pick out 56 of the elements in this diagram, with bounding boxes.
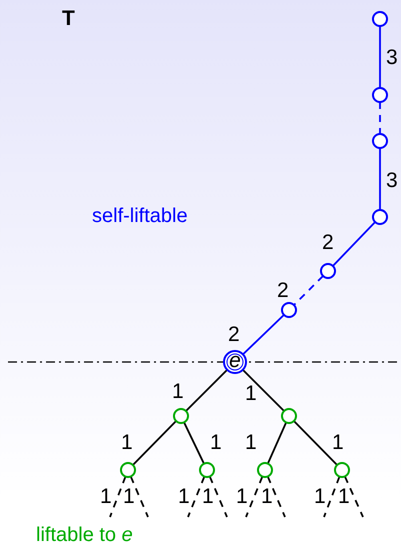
tree-edge [183, 422, 205, 464]
tree-edge [185, 369, 228, 412]
dashed-edge [293, 275, 324, 306]
edge-label: 1 [202, 486, 214, 507]
tree-edge [242, 314, 285, 356]
edge-label: 1 [245, 383, 257, 404]
dashed-edge [245, 476, 264, 518]
edge-label: 1 [121, 432, 133, 453]
dashed-edge [266, 476, 286, 518]
vertex-circle [334, 462, 350, 478]
edge-label: 1 [245, 432, 257, 453]
tree-edge [267, 422, 287, 464]
edge-label: 1 [172, 381, 184, 402]
edge-label: 2 [277, 280, 289, 301]
edge-label: 1 [338, 486, 350, 507]
tree-edge [332, 221, 376, 267]
edge-label: 1 [100, 486, 112, 507]
dashed-edge [208, 476, 228, 518]
edge-label: 3 [386, 47, 398, 68]
edge-label: 3 [386, 170, 398, 191]
edge-label: 1 [314, 486, 326, 507]
edge-label: 1 [210, 432, 222, 453]
edge-label: 2 [228, 324, 240, 345]
vertex-circle [281, 408, 297, 424]
tree-edge [379, 26, 381, 88]
tree-edge [242, 369, 285, 412]
dashed-edge [323, 476, 340, 518]
vertex-circle [281, 302, 297, 318]
vertex-circle [173, 408, 189, 424]
edge-label: 1 [261, 486, 273, 507]
edge-label: 2 [322, 232, 334, 253]
vertex-circle [372, 133, 388, 149]
edge-label: 1 [178, 486, 190, 507]
tree-edge [293, 420, 338, 466]
edge-label: 1 [123, 486, 135, 507]
dashed-edge [379, 102, 381, 134]
tree-edge [379, 148, 381, 210]
region-label: self-liftable [92, 206, 188, 226]
dashed-edge [109, 476, 126, 518]
vertex-circle [372, 209, 388, 225]
dashed-edge [344, 476, 364, 518]
node-circle [223, 350, 247, 374]
corner-label: T [62, 8, 75, 29]
dashed-edge [187, 476, 206, 518]
vertex-circle [199, 462, 215, 478]
vertex-circle [372, 87, 388, 103]
dashed-edge [130, 476, 149, 518]
vertex-circle [120, 462, 136, 478]
edge-label: 1 [332, 432, 344, 453]
node-label: e [228, 350, 242, 374]
vertex-circle [372, 11, 388, 27]
vertex-circle [320, 263, 336, 279]
vertex-circle [257, 462, 273, 478]
region-label: liftable to e [36, 525, 133, 545]
edge-label: 1 [236, 486, 248, 507]
tree-edge [132, 420, 177, 466]
